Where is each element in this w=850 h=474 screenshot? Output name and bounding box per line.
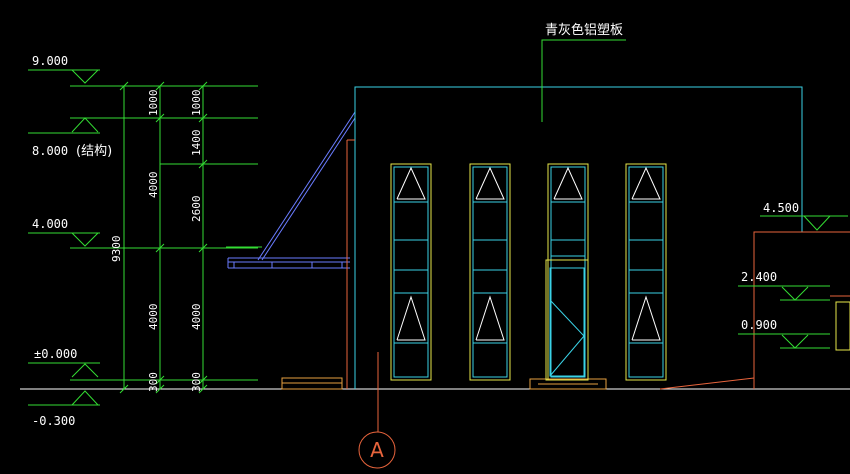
dim-inner-seg-3: 2600 (190, 196, 203, 223)
dim-outer-seg-4: 300 (147, 372, 160, 392)
window-opening-mark (553, 166, 583, 200)
elevation-label-8000: 8.000 (32, 144, 68, 158)
elevation-label-2400: 2.400 (741, 270, 777, 284)
elevation-label-minus0300: -0.300 (32, 414, 75, 428)
axis-label: A (370, 438, 384, 462)
window-opening-mark (475, 295, 505, 341)
elevation-marker-4000 (28, 232, 258, 249)
material-leader (541, 39, 626, 122)
elevation-marker-0900 (738, 333, 830, 349)
dim-inner-seg-4: 4000 (190, 304, 203, 331)
elevation-label-4500: 4.500 (763, 201, 799, 215)
elevation-marker-0000 (28, 362, 258, 381)
dim-inner-seg-2: 1400 (190, 130, 203, 157)
window-frame (469, 163, 511, 381)
elevation-label-0900: 0.900 (741, 318, 777, 332)
door (545, 259, 589, 381)
dim-outer-seg-1: 1000 (147, 90, 160, 117)
elevation-marker-2400 (738, 285, 830, 301)
elevation-label-4000: 4.000 (32, 217, 68, 231)
dim-inner-seg-5: 300 (190, 372, 203, 392)
window-group (390, 163, 667, 381)
elevation-label-9000: 9.000 (32, 54, 68, 68)
elevation-label-0000: ±0.000 (34, 347, 77, 361)
right-annex (659, 231, 850, 390)
material-label: 青灰色铝塑板 (545, 22, 623, 38)
window-opening-mark (475, 166, 505, 200)
window-frame (547, 163, 589, 381)
elevation-marker-9000 (28, 69, 258, 87)
dimension-chain-outer (119, 81, 165, 394)
dim-outer-seg-3: 4000 (147, 304, 160, 331)
main-building (346, 86, 803, 389)
dim-inner-seg-1: 1000 (190, 90, 203, 117)
elevation-marker-4500 (760, 215, 848, 231)
elevation-marker-8000 (28, 117, 258, 134)
dim-outer-total: 9300 (110, 236, 123, 263)
structure-note: (结构) (76, 144, 112, 159)
elevation-marker-minus0300 (28, 390, 100, 406)
window-opening-mark (396, 166, 426, 200)
window-opening-mark (631, 295, 661, 341)
window-frame (390, 163, 432, 381)
window-frame (625, 163, 667, 381)
entrance-steps (281, 377, 607, 390)
window-opening-mark (631, 166, 661, 200)
axis-marker (358, 352, 396, 469)
canopy (226, 111, 356, 269)
window-opening-mark (396, 295, 426, 341)
dim-outer-seg-2: 4000 (147, 172, 160, 199)
dimension-chain-inner (160, 81, 258, 394)
